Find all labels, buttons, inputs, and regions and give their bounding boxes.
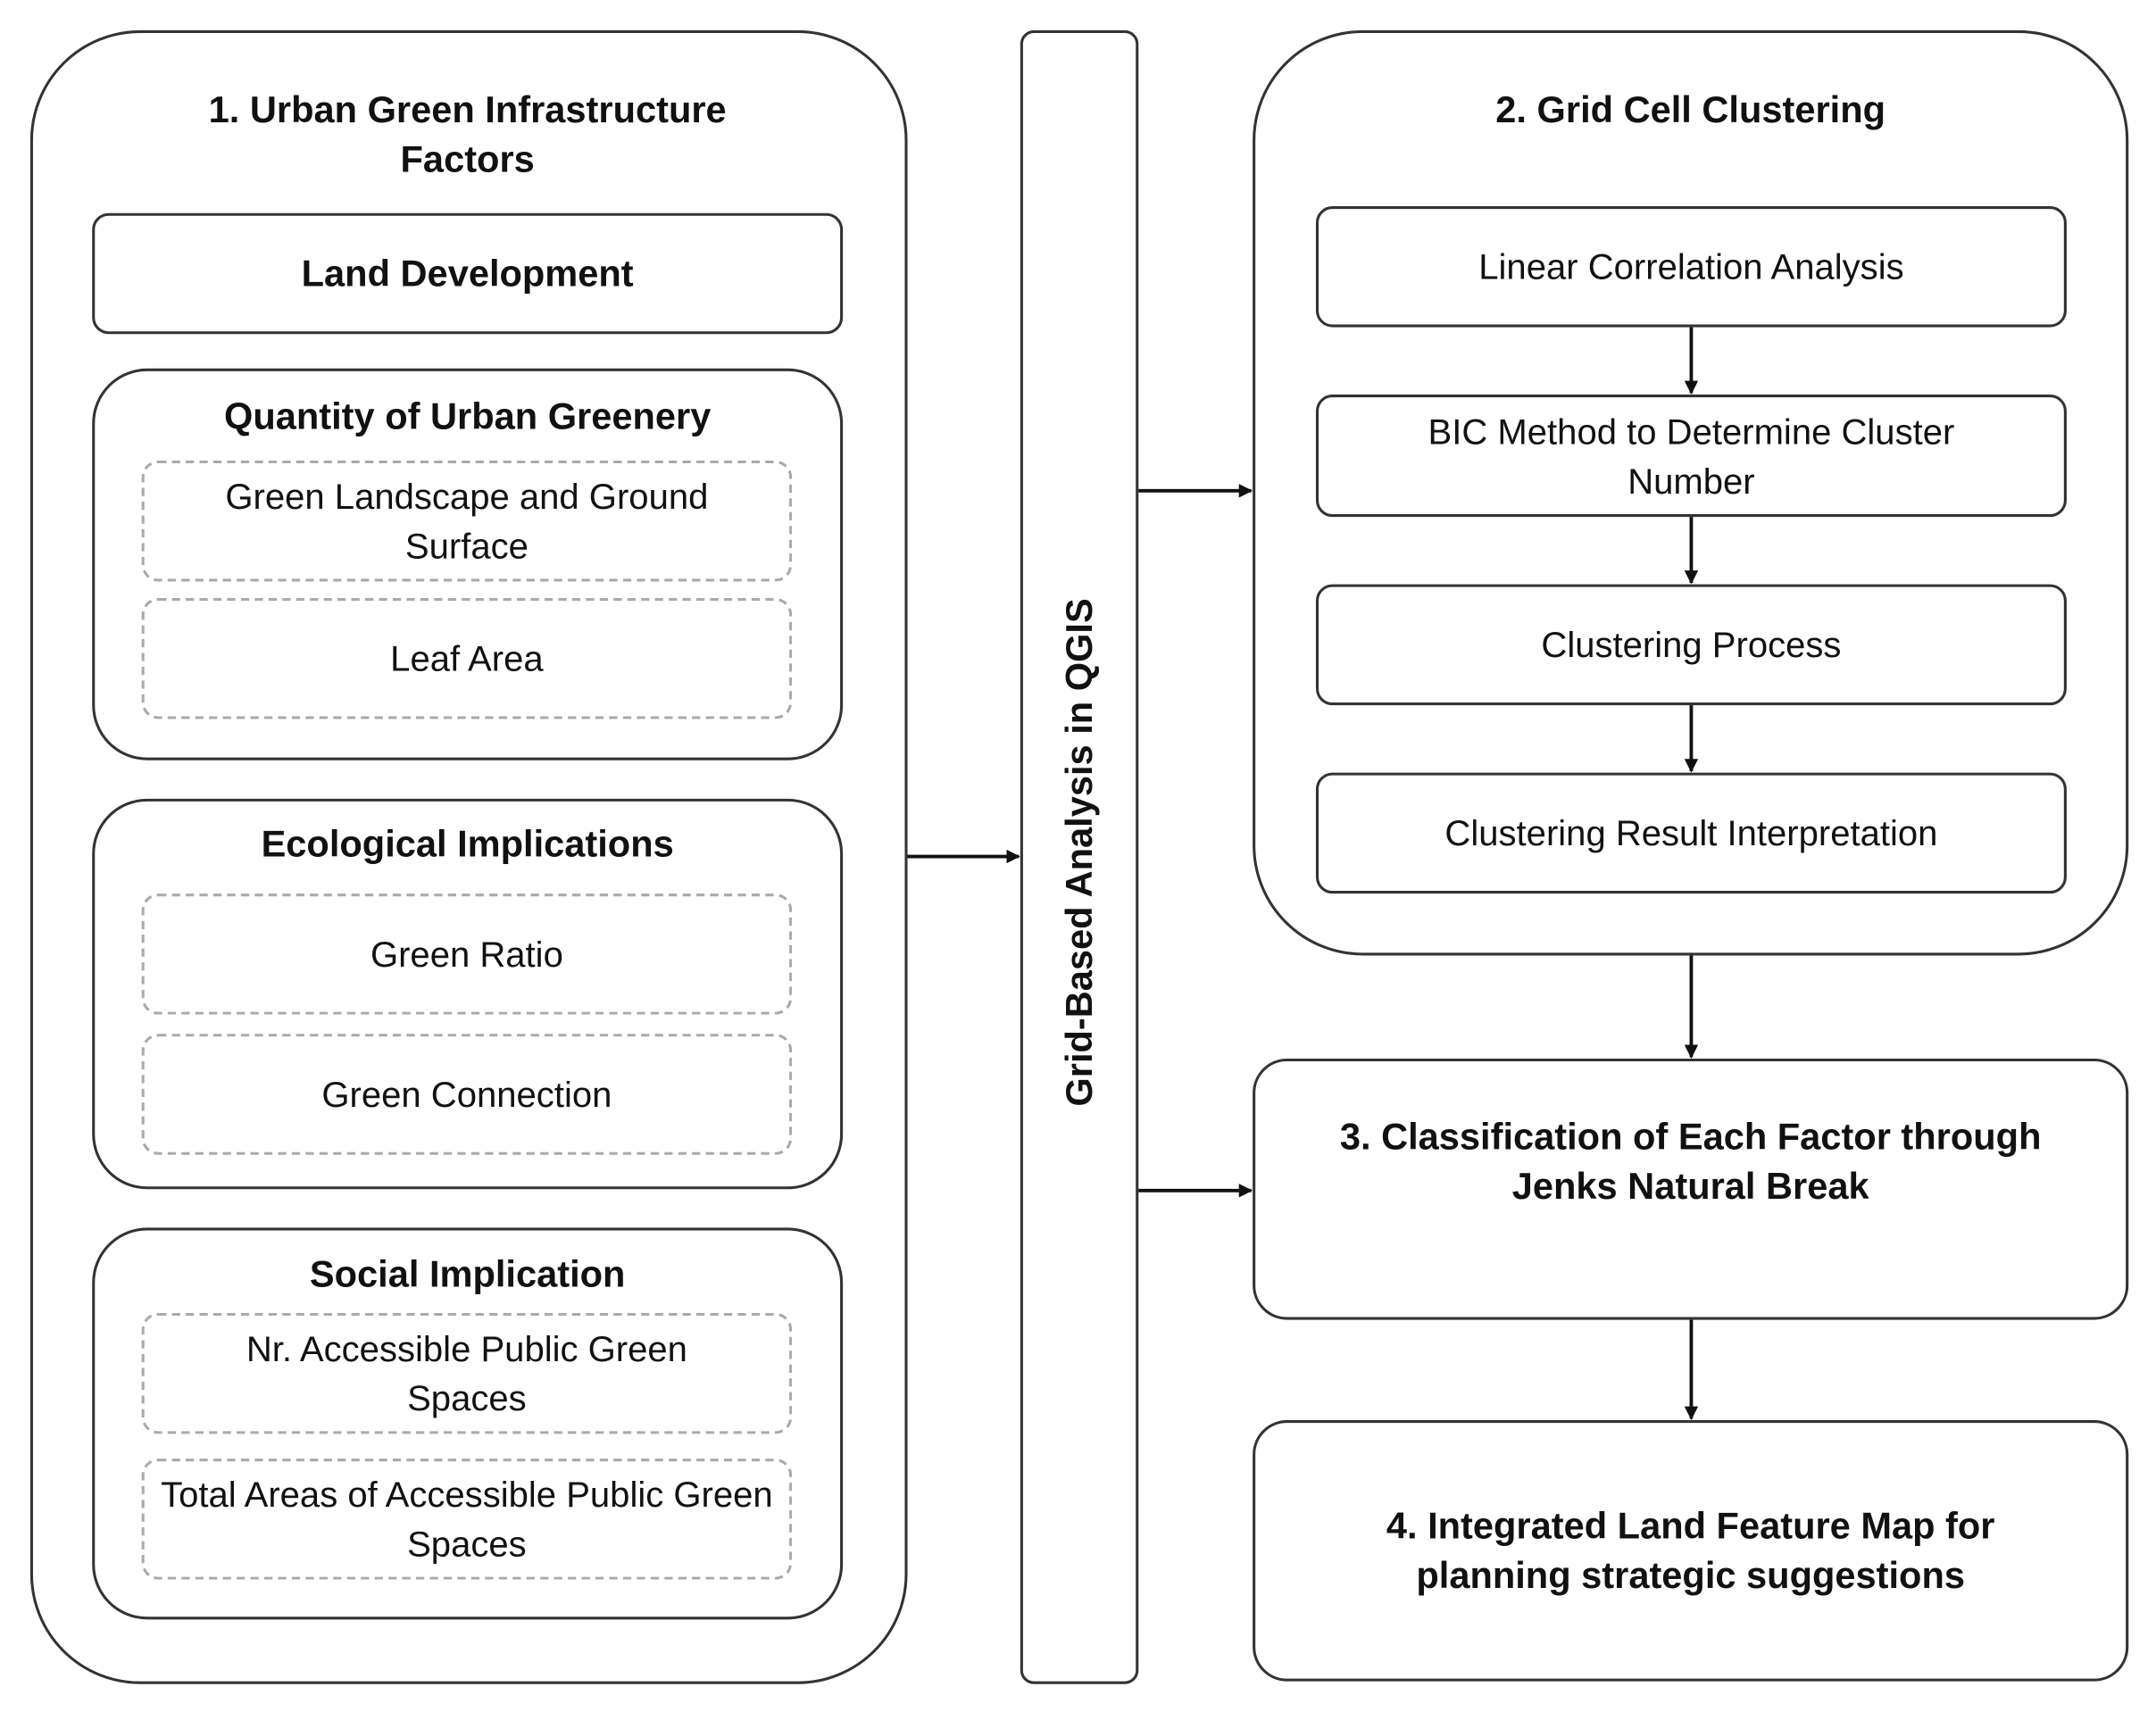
accessible-spaces-count-item: Nr. Accessible Public Green Spaces [141, 1312, 793, 1434]
accessible-spaces-area-item: Total Areas of Accessible Public Green S… [141, 1459, 793, 1580]
result-interpretation-step: Clustering Result Interpretation [1315, 772, 2067, 894]
factors-title: 1. Urban Green Infrastructure Factors [208, 89, 727, 180]
jenks-classification-box: 3. Classification of Each Factor through… [1253, 1058, 2129, 1320]
bic-method-step: BIC Method to Determine Cluster Number [1315, 395, 2067, 518]
grid-analysis-bar [1020, 29, 1139, 1684]
clustering-process-step: Clustering Process [1315, 584, 2067, 706]
leaf-area-item: Leaf Area [141, 597, 793, 719]
ecological-group-title: Ecological Implications [261, 823, 674, 865]
green-connection-item: Green Connection [141, 1034, 793, 1155]
social-group [92, 1227, 844, 1620]
green-landscape-item: Green Landscape and Ground Surface [141, 460, 793, 582]
social-group-title: Social Implication [309, 1253, 626, 1295]
quantity-group-title: Quantity of Urban Greenery [223, 395, 712, 437]
clustering-title: 2. Grid Cell Clustering [1495, 89, 1886, 131]
green-ratio-item: Green Ratio [141, 893, 793, 1015]
quantity-group [92, 368, 844, 760]
land-development-box: Land Development [92, 212, 844, 335]
ecological-group [92, 798, 844, 1190]
integrated-map-box: 4. Integrated Land Feature Map for plann… [1253, 1420, 2129, 1682]
linear-correlation-step: Linear Correlation Analysis [1315, 206, 2067, 328]
